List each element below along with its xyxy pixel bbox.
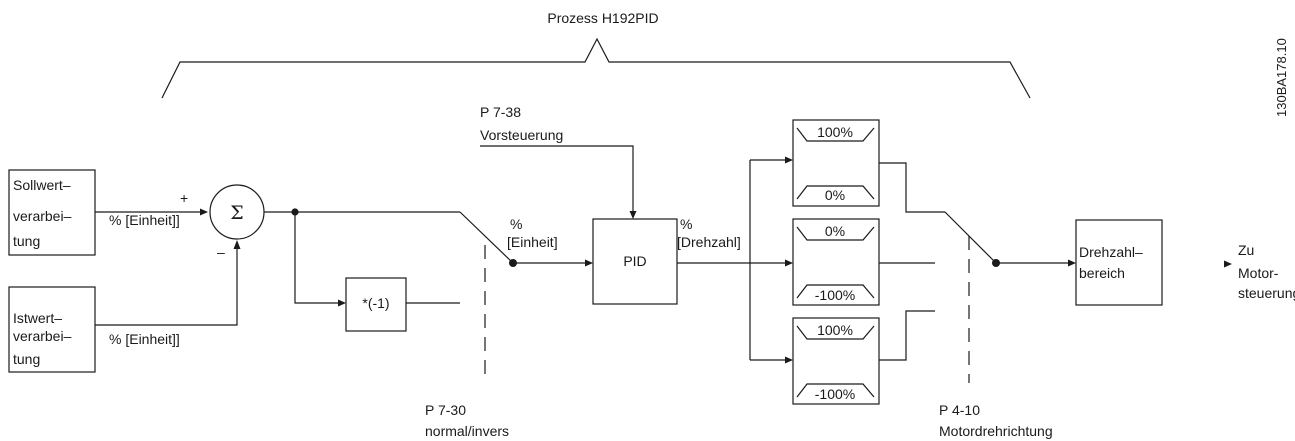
limiter-2-bottom-label: -100% bbox=[815, 287, 855, 303]
limiter-1-top-label: 100% bbox=[817, 124, 853, 140]
pid-output-unit-label: [Drehzahl] bbox=[677, 234, 741, 250]
pid-input-unit-label: [Einheit] bbox=[507, 234, 558, 250]
inverter-input-arrowhead bbox=[338, 299, 346, 307]
feedback-block-line3: tung bbox=[13, 351, 40, 367]
inverter-block bbox=[345, 277, 407, 332]
feedforward-param-name: Vorsteuerung bbox=[480, 127, 563, 143]
limiter-1-output-line bbox=[879, 162, 945, 213]
direction-param-code: P 4-10 bbox=[939, 402, 980, 418]
limiter-2: 0% -100% bbox=[792, 218, 880, 306]
limiter-1-input-arrowhead bbox=[785, 156, 793, 164]
document-code: 130BA178.10 bbox=[1274, 38, 1289, 117]
speed-range-block bbox=[1075, 219, 1163, 306]
pid-output-percent-label: % bbox=[680, 216, 692, 232]
setpoint-block-label: Sollwert– verarbei– tung bbox=[13, 177, 75, 249]
speed-range-line2: bereich bbox=[1079, 265, 1125, 281]
limiter-3-lower-limit-mark bbox=[796, 383, 875, 398]
limiter-2-upper-limit-mark bbox=[796, 226, 875, 241]
setpoint-unit-label: % [Einheit]] bbox=[109, 212, 180, 228]
motor-control-arrowhead bbox=[1224, 260, 1232, 268]
setpoint-block-line3: tung bbox=[13, 233, 40, 249]
limiter-1-bottom-label: 0% bbox=[825, 187, 845, 203]
feedback-unit-label: % [Einheit]] bbox=[109, 331, 180, 347]
setpoint-processing-block bbox=[8, 169, 96, 256]
speed-range-input-arrowhead bbox=[1068, 259, 1076, 267]
feedback-processing-block bbox=[8, 286, 96, 373]
limiter-3: 100% -100% bbox=[792, 317, 880, 405]
summation-symbol: Σ bbox=[230, 202, 243, 224]
limiter-1-lower-limit-mark bbox=[796, 185, 875, 200]
limiter-2-lower-limit-mark bbox=[796, 284, 875, 299]
inverter-block-label: *(-1) bbox=[362, 295, 389, 311]
direction-param-name: Motordrehrichtung bbox=[939, 423, 1053, 439]
limiter-1-box bbox=[792, 119, 880, 207]
feedback-sign-minus: – bbox=[217, 244, 225, 260]
inverter-branch-line bbox=[294, 212, 338, 304]
feedforward-line bbox=[480, 145, 634, 211]
limiter-2-top-label: 0% bbox=[825, 223, 845, 239]
direction-switch-blade bbox=[944, 211, 997, 264]
limiter-3-input-arrowhead bbox=[785, 356, 793, 364]
setpoint-block-line1: Sollwert– bbox=[13, 177, 71, 193]
normal-inverse-param-code: P 7-30 bbox=[425, 402, 466, 418]
pid-controller-block bbox=[592, 218, 678, 305]
normal-inverse-param-name: normal/invers bbox=[425, 423, 509, 439]
motor-control-line1: Zu bbox=[1238, 242, 1254, 258]
feedforward-arrowhead bbox=[629, 211, 637, 219]
diagram-title: Prozess H192PID bbox=[547, 10, 658, 26]
limiter-2-box bbox=[792, 218, 880, 306]
limiter-3-bottom-label: -100% bbox=[815, 386, 855, 402]
process-bracket bbox=[161, 37, 1031, 99]
feedback-to-sum-line bbox=[95, 248, 238, 326]
motor-control-label: Zu Motor- steuerung bbox=[1238, 242, 1295, 301]
limiter-3-output-line bbox=[879, 310, 935, 361]
limiter-2-input-arrowhead bbox=[785, 259, 793, 267]
normal-inverse-switch-blade bbox=[459, 211, 514, 264]
speed-range-line1: Drehzahl– bbox=[1079, 244, 1143, 260]
motor-control-line3: steuerung bbox=[1238, 285, 1295, 301]
limiter-3-box bbox=[792, 317, 880, 405]
limiter-1: 100% 0% bbox=[792, 119, 880, 207]
limiter-3-top-label: 100% bbox=[817, 322, 853, 338]
setpoint-arrowhead bbox=[200, 208, 208, 216]
pid-controller-label: PID bbox=[623, 253, 646, 269]
limiter-1-upper-limit-mark bbox=[796, 127, 875, 142]
motor-control-line2: Motor- bbox=[1238, 265, 1279, 281]
feedback-block-line1: Istwert– bbox=[13, 310, 62, 326]
limiter-3-upper-limit-mark bbox=[796, 325, 875, 340]
speed-range-label: Drehzahl– bereich bbox=[1079, 244, 1147, 281]
feedback-block-label: Istwert– verarbei– tung bbox=[13, 310, 75, 367]
setpoint-sign-plus: + bbox=[180, 190, 188, 206]
feedforward-param-code: P 7-38 bbox=[480, 104, 521, 120]
feedback-block-line2: verarbei– bbox=[13, 328, 72, 344]
setpoint-block-line2: verarbei– bbox=[13, 208, 72, 224]
pid-input-percent-label: % bbox=[510, 216, 522, 232]
pid-input-arrowhead bbox=[585, 259, 593, 267]
feedback-arrowhead bbox=[233, 240, 241, 249]
